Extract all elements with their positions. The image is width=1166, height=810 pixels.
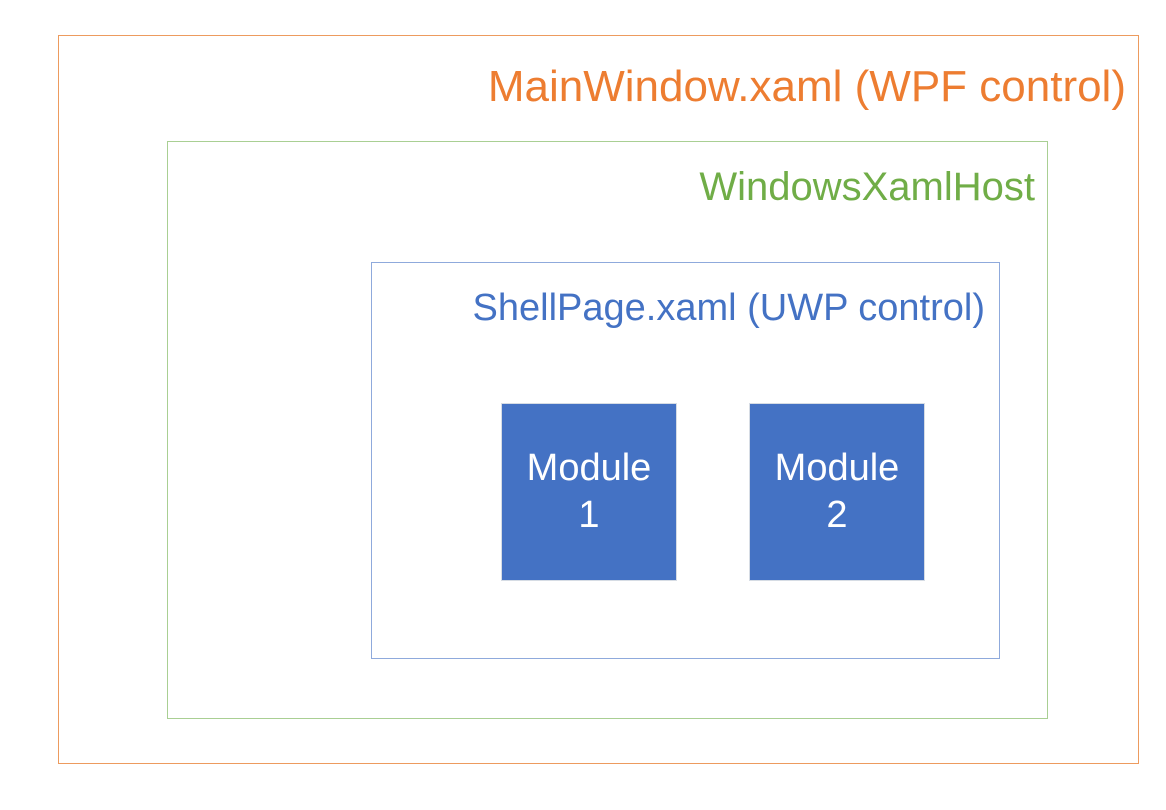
module-box-1: Module 1 [501, 403, 677, 581]
module-1-number: 1 [578, 494, 600, 536]
container-windowsxamlhost-label: WindowsXamlHost [699, 165, 1035, 209]
module-2-name: Module [774, 446, 900, 489]
container-mainwindow-wpf: MainWindow.xaml (WPF control) [58, 35, 1139, 764]
container-shellpage-label: ShellPage.xaml (UWP control) [472, 287, 985, 329]
module-2-number: 2 [826, 494, 848, 536]
module-1-name: Module [526, 446, 652, 489]
container-shellpage-uwp: ShellPage.xaml (UWP control) [371, 262, 1000, 659]
module-box-2: Module 2 [749, 403, 925, 581]
container-mainwindow-label: MainWindow.xaml (WPF control) [487, 62, 1126, 111]
container-windowsxamlhost: WindowsXamlHost [167, 141, 1048, 719]
